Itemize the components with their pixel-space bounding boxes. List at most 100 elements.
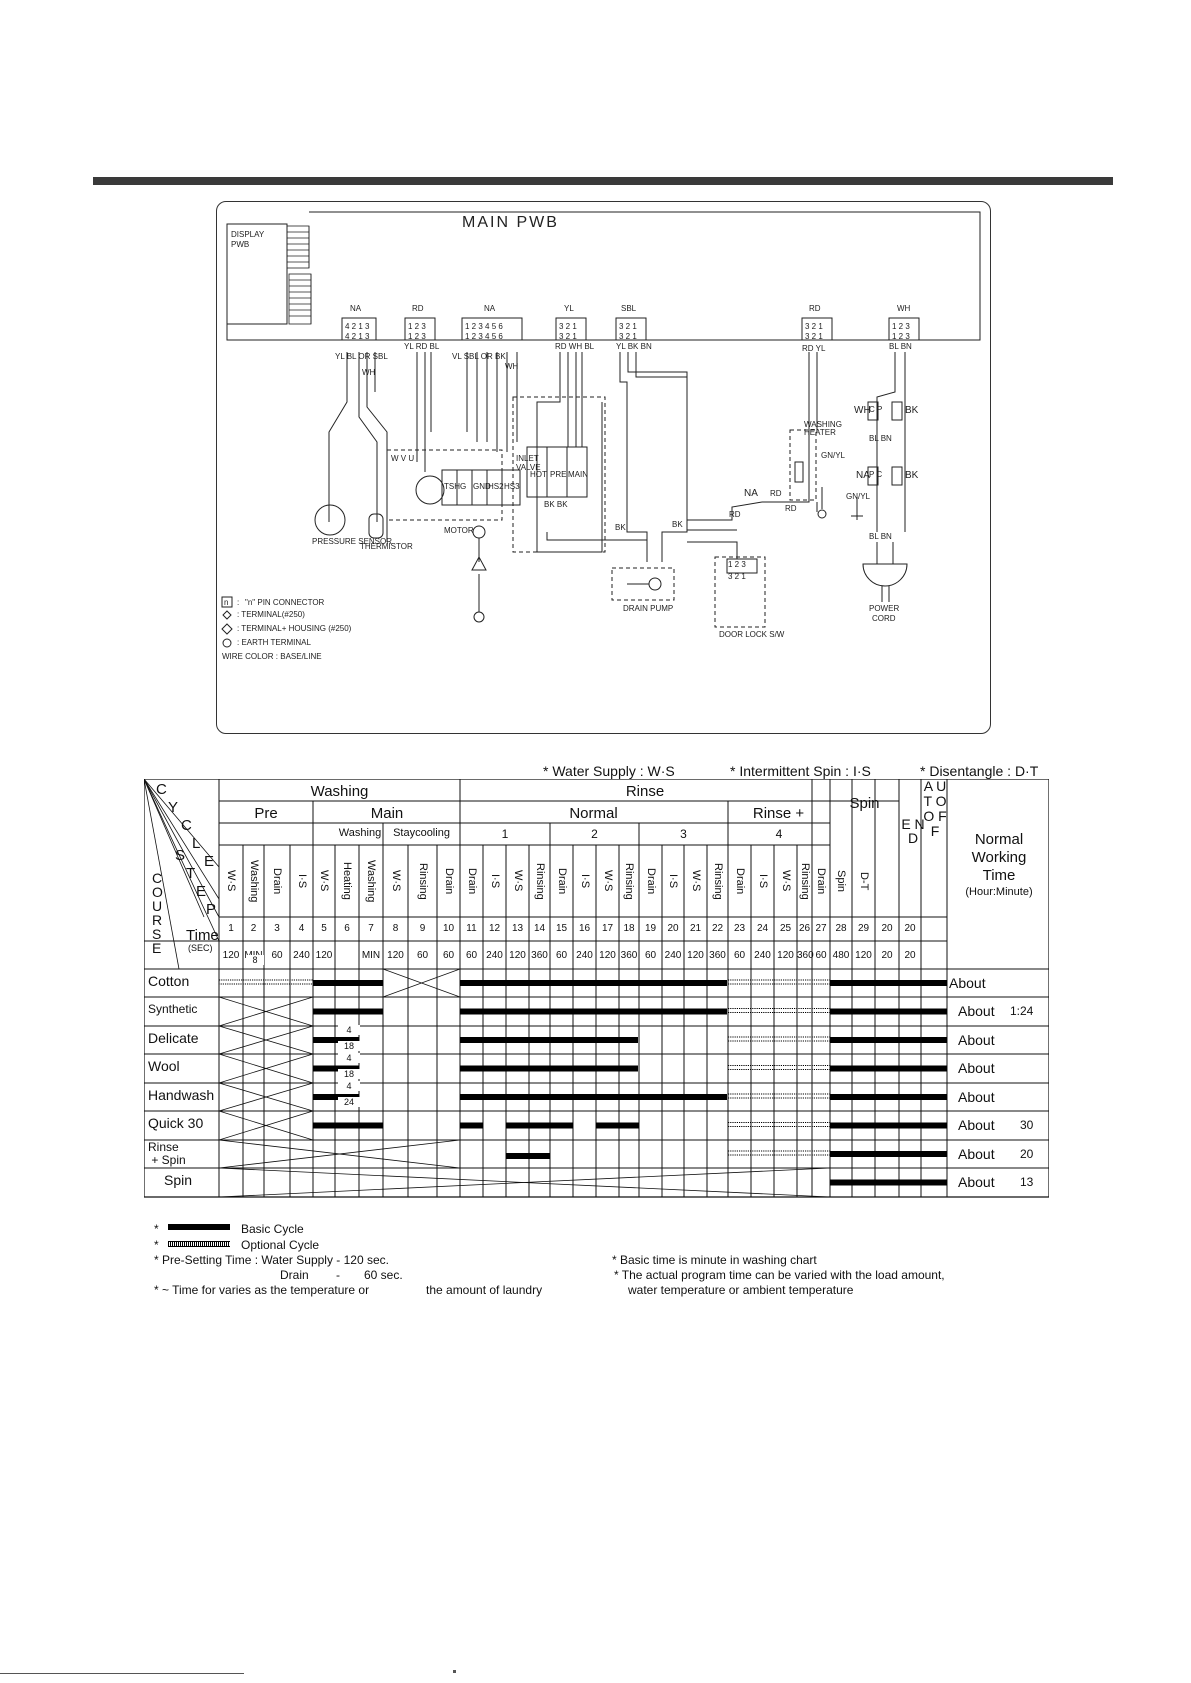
corner-step: T bbox=[186, 865, 196, 882]
rd-label: RD bbox=[785, 504, 797, 513]
connector-pins: 3 2 1 bbox=[559, 322, 577, 331]
door-lock-label: DOOR LOCK S/W bbox=[719, 630, 785, 639]
step-number: 12 bbox=[488, 923, 501, 934]
main-pwb-label: MAIN PWB bbox=[462, 214, 559, 231]
step-name: Rinsing bbox=[712, 862, 724, 900]
wire-label: BL BN bbox=[869, 532, 892, 541]
footer-rule bbox=[0, 1673, 244, 1674]
legend-optional: Optional Cycle bbox=[241, 1238, 320, 1252]
step-name: Spin bbox=[835, 869, 847, 893]
step-name: I·S bbox=[757, 873, 769, 889]
cell-number: 4 bbox=[338, 1025, 360, 1035]
course-name: Delicate bbox=[148, 1030, 199, 1046]
step-number: 15 bbox=[555, 923, 568, 934]
step-time: 20 bbox=[904, 950, 916, 961]
step-time: 360 bbox=[620, 950, 638, 961]
basic-cycle-bar bbox=[830, 1094, 947, 1100]
basic-cycle-bar bbox=[506, 1122, 573, 1129]
connector-pins: 3 2 1 bbox=[805, 322, 823, 331]
motor-pin-label: HS3 bbox=[504, 482, 520, 491]
step-number: 4 bbox=[298, 923, 305, 934]
wire-label: WH bbox=[505, 362, 519, 371]
gn-yl-label: GN/YL bbox=[846, 492, 871, 501]
display-pwb-label-2: PWB bbox=[231, 240, 250, 249]
legend-basic-time: * Basic time is minute in washing chart bbox=[612, 1253, 817, 1267]
connector-color: RD bbox=[412, 304, 424, 313]
power-cord-label: CORD bbox=[872, 614, 896, 623]
header-staycooling: Staycooling bbox=[393, 827, 450, 839]
cell-number: 18 bbox=[338, 1041, 360, 1051]
optional-cycle-bar bbox=[727, 1150, 831, 1156]
corner-diagonal bbox=[144, 779, 220, 942]
wire-label: YL BL OR SBL bbox=[335, 352, 388, 361]
header-normal: Normal bbox=[569, 805, 618, 822]
cp-label: C P bbox=[869, 405, 883, 414]
corner-diagonal bbox=[144, 779, 220, 868]
header-pre: Pre bbox=[254, 805, 278, 822]
step-time: 120 bbox=[599, 950, 616, 961]
step-number: 9 bbox=[419, 923, 426, 934]
header-rinse-plus: Rinse + bbox=[752, 805, 805, 822]
step-time: 120 bbox=[222, 950, 240, 961]
valve-hot-label: HOT bbox=[530, 470, 547, 479]
cross-line bbox=[382, 968, 461, 998]
course-name: Synthetic bbox=[148, 1002, 198, 1016]
cell-number: 24 bbox=[338, 1097, 360, 1107]
step-time: 240 bbox=[754, 950, 771, 961]
step-number: 20 bbox=[904, 923, 916, 934]
legend-drain: Drain bbox=[280, 1268, 309, 1282]
step-name: Rinsing bbox=[799, 862, 811, 900]
legend-item: : TERMINAL+ HOUSING (#250) bbox=[237, 624, 352, 633]
step-time: 120 bbox=[387, 950, 404, 961]
basic-cycle-bar bbox=[313, 1065, 359, 1072]
wire-label: YL BK BN bbox=[616, 342, 652, 351]
legend-actual: * The actual program time can be varied … bbox=[614, 1268, 945, 1282]
header-main-washing: Washing bbox=[338, 827, 382, 839]
corner-course: E bbox=[152, 940, 162, 956]
corner-cycle: E bbox=[204, 853, 215, 870]
legend-presetting: * Pre-Setting Time : Water Supply - 120 … bbox=[154, 1253, 389, 1267]
corner-course: S bbox=[152, 926, 162, 942]
step-number: 7 bbox=[368, 923, 374, 934]
basic-cycle-bar bbox=[460, 980, 727, 986]
step-number: 1 bbox=[228, 923, 234, 934]
cross-line bbox=[218, 996, 314, 1027]
basic-cycle-bar bbox=[460, 1065, 638, 1072]
corner-course: R bbox=[152, 912, 163, 928]
motor-wvu-label: W V U bbox=[391, 454, 415, 463]
wire-label: RD WH BL bbox=[555, 342, 595, 351]
step-name: I·S bbox=[489, 873, 501, 889]
step-number: 10 bbox=[442, 923, 455, 934]
connector-pins: 1 2 3 bbox=[892, 322, 910, 331]
connector-pins: 1 2 3 bbox=[892, 332, 910, 341]
cell-number: 18 bbox=[338, 1069, 360, 1079]
basic-cycle-bar bbox=[830, 1037, 947, 1043]
step-name: Drain bbox=[466, 867, 478, 895]
step-time: 60 bbox=[733, 950, 746, 961]
corner-time: Time bbox=[186, 927, 219, 944]
corner-diagonal bbox=[144, 779, 205, 918]
step-number: 5 bbox=[321, 923, 327, 934]
basic-cycle-bar bbox=[313, 980, 383, 986]
step-number: 11 bbox=[466, 923, 477, 934]
step-time: 60 bbox=[815, 950, 827, 961]
step-name: I·S bbox=[579, 873, 591, 889]
cross-line bbox=[218, 1053, 314, 1084]
step-name: Rinsing bbox=[623, 862, 635, 900]
na-label: NA bbox=[856, 470, 870, 481]
step-number: 26 bbox=[798, 923, 811, 934]
course-about: About bbox=[958, 1003, 995, 1019]
header-autooff: A U T O O F F bbox=[923, 778, 947, 839]
abbrev-dt: * Disentangle : D·T bbox=[920, 763, 1039, 779]
basic-cycle-bar bbox=[830, 1008, 947, 1015]
connector-pins: 4 2 1 3 bbox=[345, 332, 370, 341]
step-time: 360 bbox=[531, 950, 548, 961]
step-name: Drain bbox=[556, 867, 568, 895]
legend-star: * bbox=[154, 1238, 159, 1252]
corner-diagonal bbox=[144, 779, 180, 970]
gn-yl-label: GN/YL bbox=[821, 451, 846, 460]
header-end: E N D bbox=[901, 816, 925, 846]
motor-pin-label: HS2 bbox=[488, 482, 504, 491]
bk-label: BK bbox=[905, 405, 919, 416]
corner-cycle: L bbox=[192, 835, 201, 852]
